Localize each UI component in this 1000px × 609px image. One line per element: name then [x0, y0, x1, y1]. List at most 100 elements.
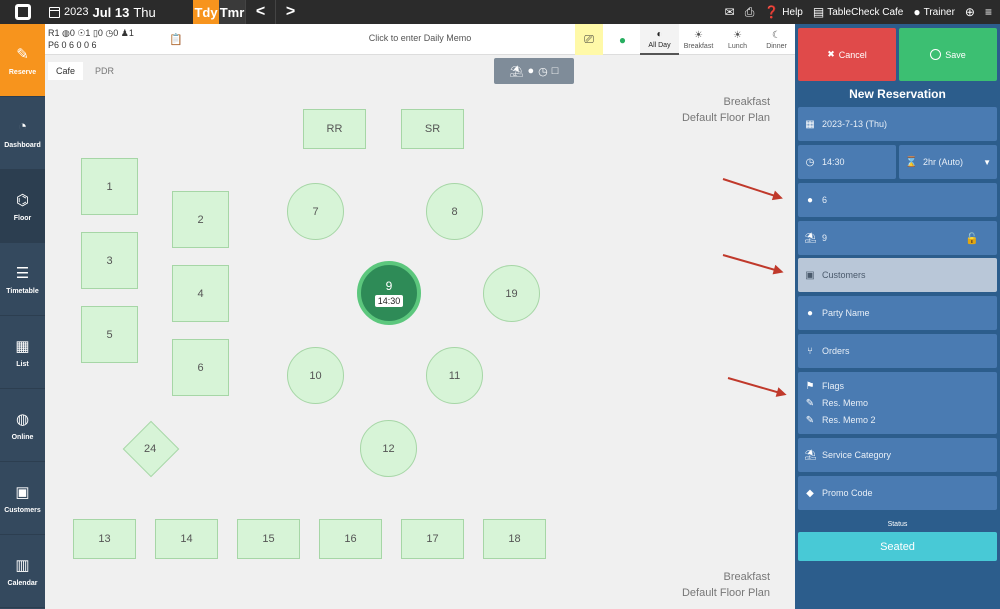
venue-selector[interactable]: ▤TableCheck Cafe [813, 5, 904, 19]
reservation-panel: ✖ Cancel Save New Reservation ▦ 2023-7-1… [795, 24, 1000, 609]
floor-plan-label-top: Breakfast Default Floor Plan [682, 94, 770, 126]
floor-view-toggles: ⛱ ● ◷ □ [494, 58, 574, 84]
table-11[interactable]: 11 [426, 347, 483, 404]
list-icon: ▦ [15, 337, 30, 355]
service-breakfast[interactable]: ☀ Breakfast [679, 24, 718, 55]
table-8[interactable]: 8 [426, 183, 483, 240]
table-9-selected[interactable]: 9 14:30 [357, 261, 421, 325]
sidebar-item-label: Timetable [6, 287, 39, 295]
plan-service: Breakfast [723, 96, 770, 108]
service-lunch[interactable]: ☀ Lunch [718, 24, 757, 55]
print-icon[interactable]: ⎙ [744, 4, 755, 19]
close-icon: ✖ [827, 49, 835, 59]
date-weekday: Thu [133, 4, 156, 20]
clipboard-icon[interactable]: 📋 [169, 34, 183, 46]
service-category-field[interactable]: ⛱ Service Category [798, 438, 997, 472]
clock-icon[interactable]: ◷ [538, 65, 548, 78]
left-sidebar: ✎ Reserve ◔ Dashboard ⌬ Floor ☰ Timetabl… [0, 24, 45, 609]
daily-memo-field[interactable]: Click to enter Daily Memo [368, 33, 472, 43]
sidebar-item-reserve[interactable]: ✎ Reserve [0, 24, 45, 97]
sidebar-item-list[interactable]: ▦ List [0, 316, 45, 389]
sidebar-item-timetable[interactable]: ☰ Timetable [0, 243, 45, 316]
timetable-icon: ☰ [15, 264, 30, 282]
top-bar: 2023 Jul 13 Thu Tdy Tmr < > ✉ ⎙ ❓Help ▤T… [0, 0, 1000, 24]
party-size-field[interactable]: ● 6 [798, 183, 997, 217]
flags-memo-group[interactable]: ⚑ Flags ✎ Res. Memo ✎ Res. Memo 2 [798, 372, 997, 434]
next-day-button[interactable]: > [275, 0, 305, 24]
sidebar-item-label: List [16, 360, 29, 368]
table-10[interactable]: 10 [287, 347, 344, 404]
id-card-icon: ▣ [805, 269, 815, 281]
date-picker[interactable]: 2023 Jul 13 Thu [45, 0, 193, 24]
unlock-icon[interactable]: 🔓 [965, 233, 979, 245]
promo-code-field[interactable]: ◆ Promo Code [798, 476, 997, 510]
help-link[interactable]: ❓Help [764, 5, 803, 19]
cancel-button[interactable]: ✖ Cancel [798, 28, 896, 81]
table-icon[interactable]: ⛱ [509, 65, 524, 78]
today-button[interactable]: Tdy [193, 0, 219, 24]
sidebar-item-online[interactable]: ◍ Online [0, 389, 45, 462]
table-13[interactable]: 13 [73, 519, 136, 559]
sidebar-item-customers[interactable]: ▣ Customers [0, 462, 45, 535]
date-field[interactable]: ▦ 2023-7-13 (Thu) [798, 107, 997, 141]
projector-mode-button[interactable]: ⎚ [575, 24, 603, 55]
language-globe-icon[interactable]: ⊕ [964, 5, 975, 19]
table-6[interactable]: 6 [172, 339, 229, 396]
promo-code-label: Promo Code [822, 488, 873, 498]
service-dinner[interactable]: ☾ Dinner [757, 24, 796, 55]
sidebar-item-calendar[interactable]: ▥ Calendar [0, 535, 45, 608]
table-RR[interactable]: RR [303, 109, 366, 149]
online-toggle-button[interactable]: ● [610, 24, 635, 55]
sidebar-item-label: Customers [4, 506, 41, 514]
person-icon[interactable]: ● [527, 65, 535, 77]
app-logo[interactable] [0, 0, 45, 24]
moon-icon: ☾ [772, 29, 781, 41]
table-18[interactable]: 18 [483, 519, 546, 559]
tomorrow-button[interactable]: Tmr [219, 0, 245, 24]
time-field[interactable]: ◷ 14:30 [798, 145, 896, 179]
mail-icon[interactable]: ✉ [724, 5, 735, 19]
flags-row[interactable]: ⚑ Flags [804, 381, 845, 392]
table-1[interactable]: 1 [81, 158, 138, 215]
chevron-left-icon: < [255, 3, 266, 20]
user-menu[interactable]: ●Trainer [913, 5, 955, 19]
table-3[interactable]: 3 [81, 232, 138, 289]
edit-icon: ✎ [16, 45, 29, 63]
table-12[interactable]: 12 [360, 420, 417, 477]
stats-reservations-row: R1 ◍0 ☉1 ▯0 ◷0 ♟1 [48, 28, 134, 38]
party-name-field[interactable]: ● Party Name [798, 296, 997, 330]
orders-field[interactable]: ⑂ Orders [798, 334, 997, 368]
table-SR[interactable]: SR [401, 109, 464, 149]
tab-cafe[interactable]: Cafe [48, 62, 84, 80]
tab-pdr[interactable]: PDR [95, 66, 115, 76]
duration-value: 2hr (Auto) [923, 157, 964, 167]
table-5[interactable]: 5 [81, 306, 138, 363]
plan-service: Breakfast [723, 571, 770, 583]
customers-field[interactable]: ▣ Customers [798, 258, 997, 292]
save-button[interactable]: Save [899, 28, 997, 81]
memo-row[interactable]: ✎ Res. Memo [804, 398, 868, 409]
table-14[interactable]: 14 [155, 519, 218, 559]
stats-people-row: P6 0 6 0 0 6 [48, 40, 97, 50]
service-label: Lunch [727, 42, 748, 50]
square-icon[interactable]: □ [551, 65, 559, 77]
table-2[interactable]: 2 [172, 191, 229, 248]
table-field[interactable]: ⛱ 9 🔓 [798, 221, 997, 255]
status-button[interactable]: Seated [798, 532, 997, 561]
service-category-label: Service Category [822, 450, 892, 460]
duration-select[interactable]: ⌛ 2hr (Auto) ▼ [899, 145, 997, 179]
table-19[interactable]: 19 [483, 265, 540, 322]
sidebar-item-dashboard[interactable]: ◔ Dashboard [0, 97, 45, 170]
table-4[interactable]: 4 [172, 265, 229, 322]
table-15[interactable]: 15 [237, 519, 300, 559]
hamburger-menu-icon[interactable]: ≡ [984, 5, 992, 19]
sidebar-item-floor[interactable]: ⌬ Floor [0, 170, 45, 243]
prev-day-button[interactable]: < [245, 0, 275, 24]
table-16[interactable]: 16 [319, 519, 382, 559]
service-all-day[interactable]: ◐ All Day [640, 24, 679, 55]
info-bar: R1 ◍0 ☉1 ▯0 ◷0 ♟1 P6 0 6 0 0 6 📋 Click t… [45, 24, 795, 55]
memo-label: Res. Memo [822, 398, 869, 408]
table-17[interactable]: 17 [401, 519, 464, 559]
table-7[interactable]: 7 [287, 183, 344, 240]
memo2-row[interactable]: ✎ Res. Memo 2 [804, 415, 876, 426]
